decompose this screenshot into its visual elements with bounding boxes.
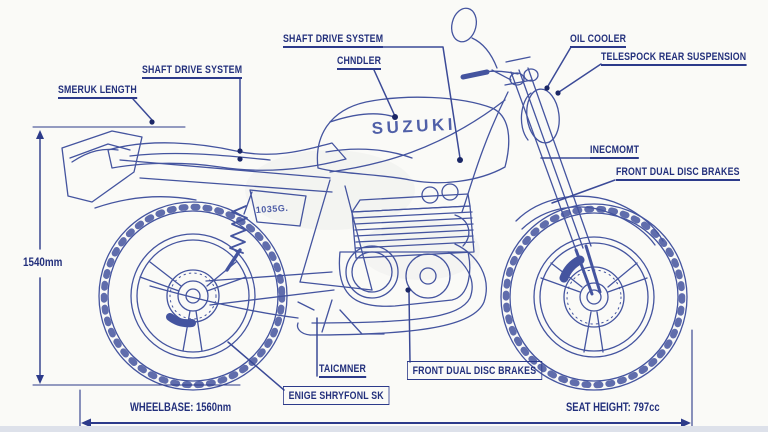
- label-shaft-drive-system-left: SHAFT DRIVE SYSTEM: [142, 64, 243, 79]
- label-taicmner: TAICMNER: [319, 363, 367, 378]
- label-oil-cooler: OIL COOLER: [570, 33, 627, 48]
- label-enige-shryfonl-sk: ENIGE SHRYFONL SK: [283, 386, 390, 405]
- handlebar: [451, 7, 519, 81]
- exhaust: [149, 214, 487, 336]
- label-chndler: CHNDLER: [337, 55, 382, 70]
- rear-wheel: [98, 201, 288, 391]
- dimension-wheelbase: WHEELBASE: 1560nm: [130, 402, 232, 414]
- side-panel-code-text: 1035G.: [255, 203, 288, 215]
- label-smeruk-length: SMERUK LENGTH: [58, 84, 137, 99]
- bottom-edge-band: [0, 426, 768, 432]
- side-cover: [249, 189, 307, 227]
- tank-logo-text: SUZUKI: [371, 115, 456, 138]
- callout-dots: [149, 85, 561, 293]
- label-front-dual-disc-brakes-bottom: FRONT DUAL DISC BRAKES: [407, 361, 542, 380]
- frame: [119, 91, 509, 333]
- seat: [107, 142, 347, 171]
- callout-leaders: [132, 46, 616, 391]
- headlight: [509, 68, 560, 144]
- front-fender: [515, 195, 664, 246]
- label-telespock-rear-suspension: TELESPOCK REAR SUSPENSION: [601, 51, 747, 66]
- dimension-overall-height: 1540mm: [23, 255, 63, 269]
- dimension-lines: [32, 126, 693, 430]
- dimension-seat-height: SEAT HEIGHT: 797cc: [566, 402, 660, 414]
- engine: [338, 183, 475, 335]
- swingarm: [205, 271, 335, 306]
- watermark: [245, 150, 480, 280]
- label-shaft-drive-system-top: SHAFT DRIVE SYSTEM: [283, 33, 384, 48]
- label-front-dual-disc-brakes-right: FRONT DUAL DISC BRAKES: [616, 166, 740, 181]
- label-inecmomt: INECMOMT: [590, 144, 640, 159]
- tail-section: [61, 130, 197, 209]
- front-fork: [504, 56, 602, 296]
